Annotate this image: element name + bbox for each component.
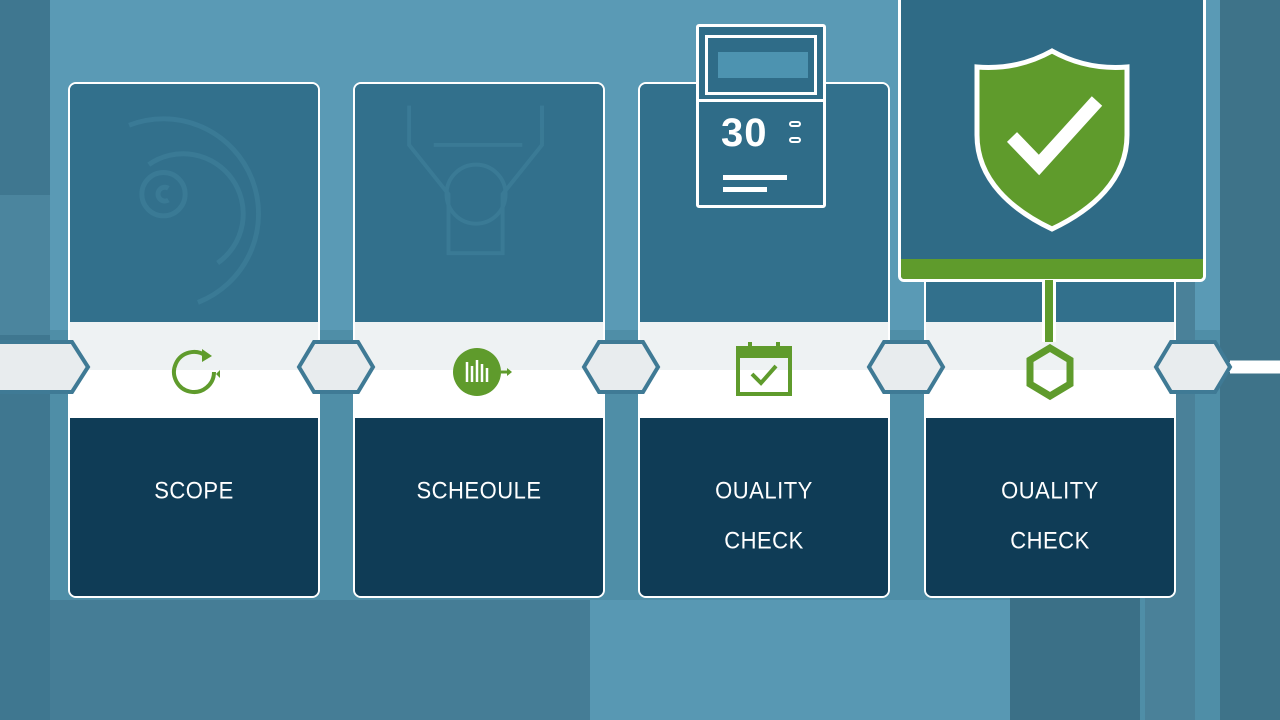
divider <box>699 99 823 102</box>
card-label-area: OUALITY CHECK <box>926 418 1174 596</box>
shield-panel <box>898 0 1206 282</box>
target-rings-art <box>128 116 261 305</box>
indicator-pill <box>789 121 801 127</box>
hex-connector <box>866 340 946 394</box>
hex-connector <box>296 340 376 394</box>
background-panel <box>1220 0 1280 720</box>
background-panel <box>50 600 590 720</box>
step-label: OUALITY <box>1001 476 1099 504</box>
hex-ring-icon <box>1026 343 1074 401</box>
bars-circle-icon <box>453 348 512 396</box>
card-band <box>355 322 603 418</box>
step-label: SCHEOULE <box>416 476 542 504</box>
card-label-area: SCHEOULE <box>355 418 603 596</box>
step-card-scope[interactable]: SCOPE <box>68 82 320 598</box>
step-card-schedule[interactable]: SCHEOULE <box>353 82 605 598</box>
funnel-art <box>407 105 544 256</box>
shield-check-icon <box>974 48 1130 232</box>
shield-panel-bar <box>901 259 1203 279</box>
card-artwork-area <box>70 84 318 322</box>
step-label: SCOPE <box>154 476 234 504</box>
device-card-icon: 30 <box>696 24 826 208</box>
hex-connector <box>1153 340 1280 394</box>
background-panel <box>590 600 1010 720</box>
background-panel <box>0 195 50 335</box>
card-band <box>70 322 318 418</box>
connector-stem <box>1042 280 1056 342</box>
card-artwork-area <box>355 84 603 322</box>
card-band <box>640 322 888 418</box>
calendar-check-icon <box>736 342 792 396</box>
step-label-line2: CHECK <box>1010 526 1090 554</box>
hex-connector <box>581 340 661 394</box>
text-line <box>723 175 787 180</box>
step-label: OUALITY <box>715 476 813 504</box>
device-screen <box>705 35 817 95</box>
cycle-icon <box>172 349 220 394</box>
badge-number: 30 <box>721 111 768 155</box>
indicator-pill <box>789 137 801 143</box>
text-line <box>723 187 767 192</box>
hex-connector <box>0 340 91 394</box>
card-label-area: OUALITY CHECK <box>640 418 888 596</box>
step-label-line2: CHECK <box>724 526 804 554</box>
card-label-area: SCOPE <box>70 418 318 596</box>
